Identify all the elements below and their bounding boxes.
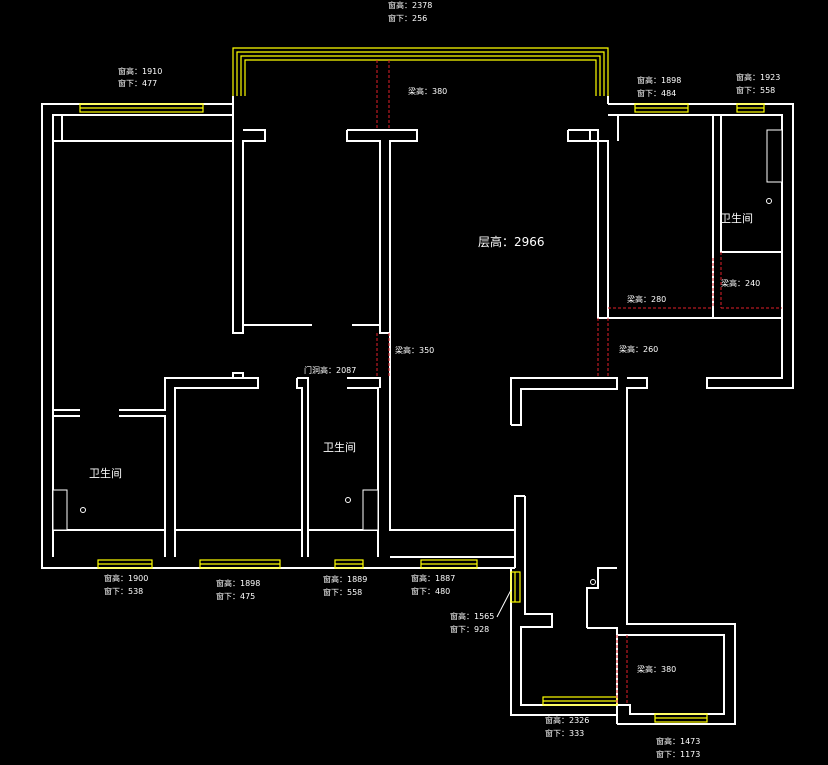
wall-mid-room: [174, 377, 259, 557]
window-low-label: 窗下：538: [104, 586, 143, 596]
beam-label: 梁高：350: [395, 345, 434, 355]
window-low-label: 窗下：256: [388, 13, 427, 23]
wall-corridor-2: [510, 377, 618, 426]
wall-bath-left-2: [119, 372, 244, 411]
beam-label: 梁高：280: [627, 294, 666, 304]
window-high-label: 窗高：1887: [411, 573, 455, 583]
window-low-label: 窗下：558: [323, 587, 362, 597]
beam-label: 梁高：260: [619, 344, 658, 354]
door-height-label: 门洞高：2087: [304, 365, 356, 375]
floor-height-label: 层高：2966: [478, 234, 545, 249]
wall-room-between: [296, 378, 303, 557]
windows: [79, 47, 765, 723]
bath-fixture-mid: [362, 489, 379, 531]
window-low-label: 窗下：333: [545, 728, 584, 738]
wall-corridor-3: [617, 377, 736, 725]
room-label-bathroom-left: 卫生间: [89, 466, 122, 480]
window-low-label: 窗下：928: [450, 624, 489, 634]
wall-right-inner: [608, 114, 783, 318]
window-low-label: 窗下：558: [736, 85, 775, 95]
wall-corridor-6: [586, 567, 617, 628]
window-high-label: 窗高：1923: [736, 72, 780, 82]
room-label-bathroom-mid: 卫生间: [323, 440, 356, 454]
window-high-label: 窗高：1898: [637, 75, 681, 85]
wall-bath-mid-3: [347, 387, 379, 557]
window-bay-2: [236, 51, 605, 96]
window-high-label: 窗高：1910: [118, 66, 162, 76]
inner-wall-left: [52, 114, 233, 557]
beam-label: 梁高：380: [408, 86, 447, 96]
beam-label: 梁高：380: [637, 664, 676, 674]
wall-lower-room-2: [617, 634, 725, 715]
outer-wall-left: [41, 103, 515, 569]
wall-living-right-2: [567, 130, 590, 142]
drain-icon: [590, 579, 596, 585]
leader-line: [496, 589, 512, 618]
window-low-label: 窗下：484: [637, 88, 676, 98]
window-high-label: 窗高：1889: [323, 574, 367, 584]
wall-living-right: [568, 129, 609, 319]
labels: 层高：2966 门洞高：2087 卫生间 卫生间 卫生间 梁高：380 梁高：3…: [89, 0, 780, 759]
drain-icon: [766, 198, 772, 204]
window-high-label: 窗高：1898: [216, 578, 260, 588]
wall-bath-mid-2: [347, 377, 381, 388]
room-label-bathroom-right: 卫生间: [720, 211, 753, 225]
wall-mid-right: [380, 332, 515, 531]
wall-corridor: [514, 495, 525, 568]
beams: [376, 60, 782, 705]
wall-mid-column: [346, 129, 418, 334]
window-high-label: 窗高：1900: [104, 573, 148, 583]
wall-corridor-4: [520, 496, 618, 724]
window-bay-4: [244, 59, 597, 96]
window-high-label: 窗高：1473: [656, 736, 700, 746]
window-bay: [232, 47, 609, 96]
walls: [41, 96, 794, 725]
window-high-label: 窗高：2326: [545, 715, 589, 725]
window-low-label: 窗下：1173: [656, 749, 700, 759]
wall-bath-mid: [297, 377, 309, 557]
window-low-label: 窗下：480: [411, 586, 450, 596]
wall-room-left-right: [232, 104, 266, 334]
wall-lower-room: [510, 567, 617, 716]
beam-label: 梁高：240: [721, 278, 760, 288]
wall-corridor-5: [587, 627, 618, 705]
drain-icon: [345, 497, 351, 503]
window-high-label: 窗高：1565: [450, 611, 494, 621]
window-low-label: 窗下：475: [216, 591, 255, 601]
wall-bath-left-3: [119, 415, 166, 557]
window-bay-3: [240, 55, 601, 96]
bath-fixture-left: [52, 489, 68, 531]
drain-icon: [80, 507, 86, 513]
bath-fixture-right: [766, 129, 783, 183]
window-high-label: 窗高：2378: [388, 0, 432, 10]
window-low-label: 窗下：477: [118, 78, 157, 88]
